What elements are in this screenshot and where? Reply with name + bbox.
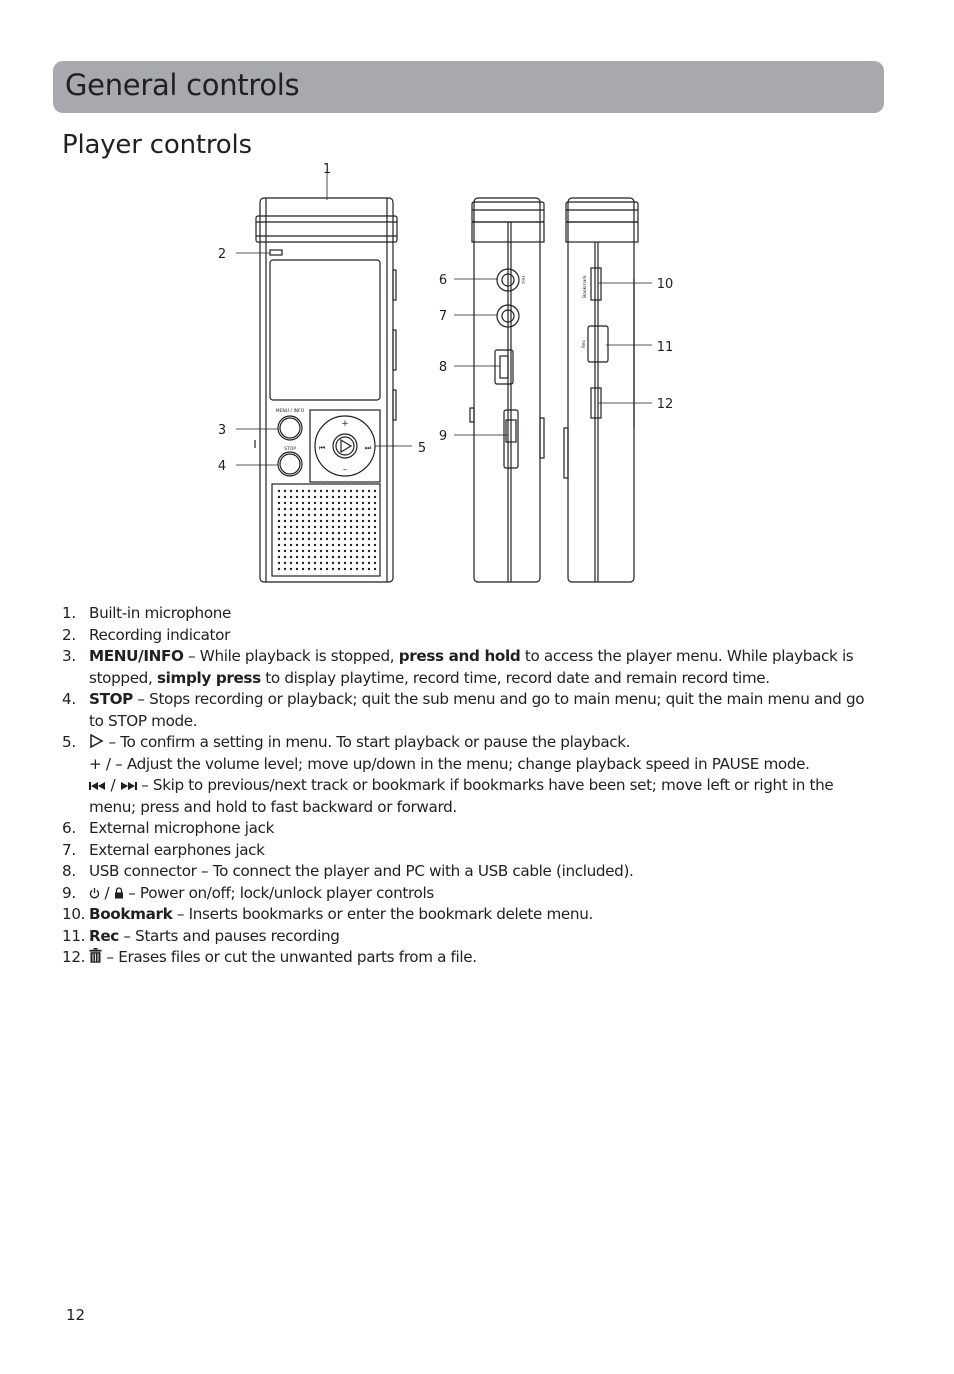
page-title: General controls [65,68,300,102]
list-item: 7.External earphones jack [62,840,265,859]
stop-button [277,451,303,477]
list-item: 1.Built-in microphone [62,604,232,622]
callout-7: 7 [439,309,447,324]
list-item: 6.External microphone jack [62,819,275,837]
bookmark-label: Bookmark [582,275,588,298]
list-item: 3.MENU/INFO – While playback is stopped,… [62,647,854,687]
play-icon [90,734,104,748]
bookmark-button [590,267,602,301]
controls-list: 1.Built-in microphone 2.Recording indica… [62,603,882,969]
list-item: 12. – Erases files or cut the unwanted p… [62,948,477,966]
callout-2: 2 [218,247,226,262]
list-item: 8.USB connector – To connect the player … [62,862,634,880]
side-body [473,197,541,583]
svg-text:+: + [341,419,349,429]
svg-text:⏮: ⏮ [319,444,325,452]
stop-label: STOP [284,446,296,452]
callout-4: 4 [218,459,226,474]
next-track-icon [120,782,137,790]
rec-label: Rec [581,339,587,348]
display-screen [269,259,381,401]
list-item: 11.Rec – Starts and pauses recording [62,926,340,945]
list-item: 9. / – Power on/off; lock/unlock player … [62,883,434,902]
list-item: 10.Bookmark – Inserts bookmarks or enter… [62,905,593,923]
usb-port [494,349,514,385]
mic-jack [496,268,520,292]
power-icon [89,887,100,898]
callout-8: 8 [439,360,447,375]
player-diagram: + – ⏮ ⏭ MENU / INFO STOP mic Bookmark Re… [210,158,690,590]
callout-1: 1 [323,162,331,177]
recording-indicator [269,249,283,256]
previous-track-icon [89,782,105,790]
callout-3: 3 [218,423,226,438]
callout-11: 11 [657,340,674,355]
page-number: 12 [66,1306,86,1324]
speaker-holes [274,486,378,574]
speaker-grille [271,483,381,577]
section-title: Player controls [62,130,252,160]
callout-10: 10 [657,277,674,292]
rec-button [587,325,609,363]
list-item: 2.Recording indicator [62,625,230,644]
lock-icon [114,886,123,898]
player-diagram-svg: + – ⏮ ⏭ MENU / INFO STOP mic Bookmark Re… [218,162,674,583]
header-bar: General controls [53,61,884,113]
list-item: 4.STOP – Stops recording or playback; qu… [62,690,865,730]
mic-label: mic [520,276,526,285]
callout-6: 6 [439,273,447,288]
list-item: 5. – To confirm a setting in menu. To st… [62,733,834,816]
callout-9: 9 [439,429,447,444]
front-mic-grille [255,215,398,243]
earphone-jack [496,304,520,328]
callout-5: 5 [418,441,426,456]
menu-info-label: MENU / INFO [276,408,305,414]
callout-12: 12 [657,397,674,412]
power-switch [503,409,519,469]
svg-text:⏭: ⏭ [365,444,372,452]
trash-icon [89,948,102,963]
menu-info-button [277,415,303,441]
svg-text:–: – [343,465,348,475]
play-button [332,433,358,459]
